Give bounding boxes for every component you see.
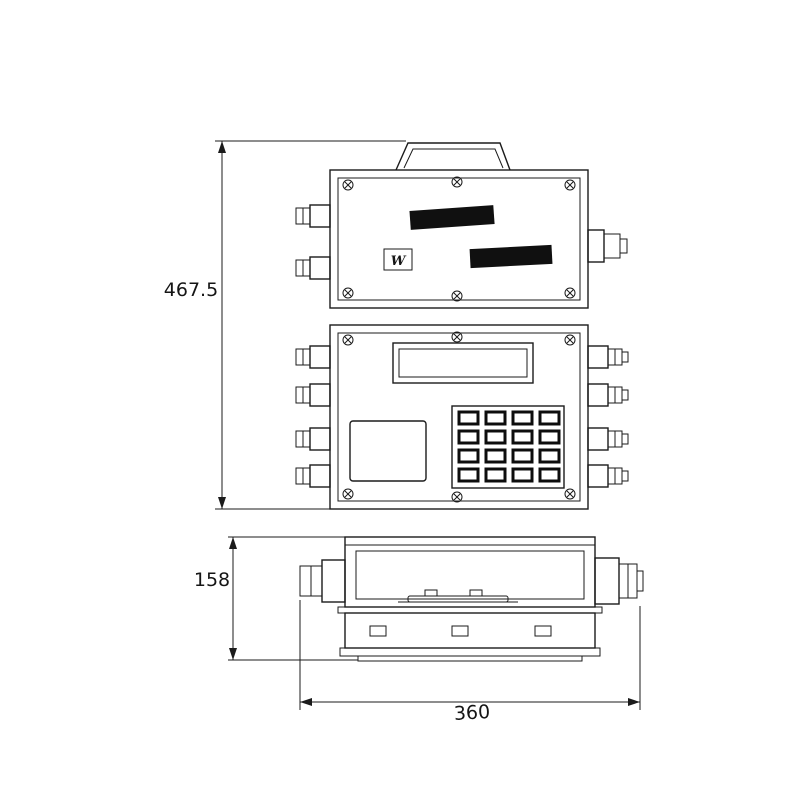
cable-gland-icon — [295, 427, 331, 451]
arrow-up-icon — [218, 141, 226, 153]
right-connector — [587, 229, 628, 263]
side-left-connector — [299, 559, 346, 603]
dim-label-width: 360 — [453, 701, 490, 725]
side-flange — [337, 606, 603, 662]
arrow-right-icon — [628, 698, 640, 706]
side-view-lid-panel — [355, 550, 585, 600]
cable-gland-icon — [587, 383, 629, 407]
dim-label-overall-height: 467.5 — [164, 279, 218, 301]
cable-gland-icon — [587, 464, 629, 488]
keypad — [451, 405, 565, 489]
logo-text: W — [391, 254, 407, 269]
front-view — [295, 324, 629, 510]
side-panel-plate — [349, 420, 427, 482]
dim-label-side-height: 158 — [194, 569, 230, 591]
keypad-keys — [457, 410, 561, 483]
side-view — [299, 536, 644, 662]
arrow-left-icon — [300, 698, 312, 706]
side-handle — [398, 589, 518, 603]
cable-gland-icon — [295, 256, 331, 280]
cable-gland-icon — [295, 345, 331, 369]
top-view-inner-case — [337, 177, 581, 301]
logo-plate: W — [383, 248, 413, 271]
arrow-up-icon — [229, 537, 237, 549]
top-view: W — [295, 142, 628, 309]
front-view-inner-case — [337, 332, 581, 502]
arrow-down-icon — [218, 497, 226, 509]
nameplate-label — [409, 205, 495, 230]
display-screen — [392, 342, 534, 384]
dimension-overall-height: 467.5 — [164, 140, 406, 510]
cable-gland-icon — [295, 204, 331, 228]
dimension-side-height: 158 — [194, 536, 358, 661]
dimension-width: 360 — [299, 600, 641, 725]
cable-gland-icon — [587, 345, 629, 369]
nameplate-label — [469, 244, 553, 269]
arrow-down-icon — [229, 648, 237, 660]
cable-gland-icon — [295, 383, 331, 407]
front-view-outer-case — [329, 324, 589, 510]
side-right-connector — [594, 557, 644, 605]
top-handle — [395, 142, 511, 171]
cable-gland-icon — [295, 464, 331, 488]
cable-gland-icon — [587, 427, 629, 451]
top-view-bolts — [342, 176, 576, 302]
top-view-outer-case — [329, 169, 589, 309]
